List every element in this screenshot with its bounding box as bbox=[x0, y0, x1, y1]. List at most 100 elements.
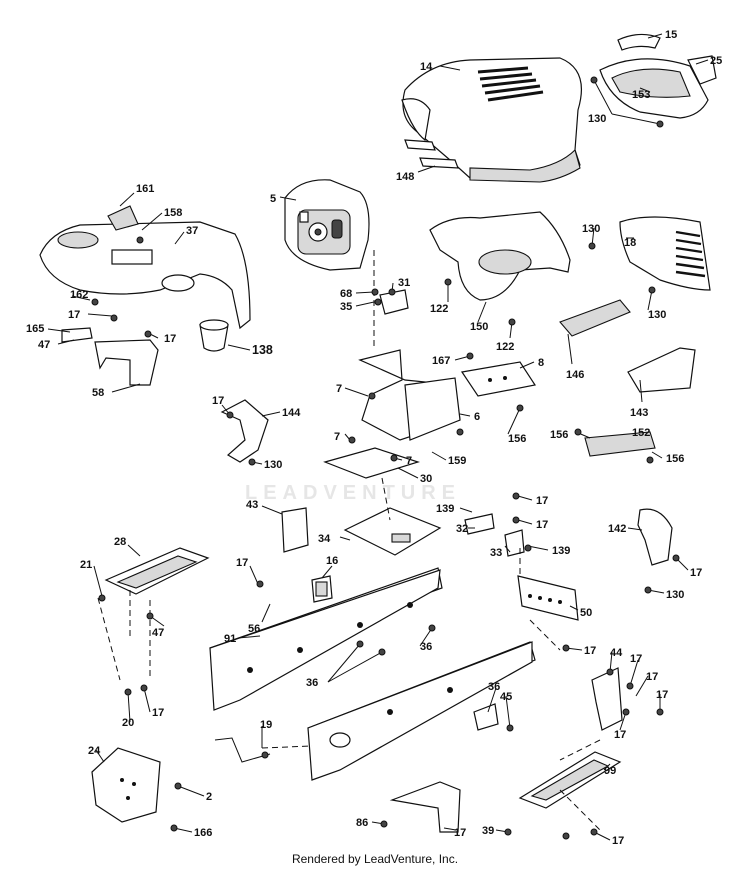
plate-34-part[interactable] bbox=[343, 507, 442, 556]
plate-30-part[interactable] bbox=[323, 447, 420, 479]
callout-label: 17 bbox=[152, 707, 164, 719]
bracket-31-part[interactable] bbox=[379, 289, 409, 315]
pan-152-part[interactable] bbox=[584, 431, 656, 457]
callout-label: 122 bbox=[496, 341, 514, 353]
watermark: LEADVENTURE bbox=[245, 482, 462, 504]
fender-part[interactable] bbox=[39, 205, 251, 330]
bracket-2-part[interactable] bbox=[91, 747, 161, 823]
callout-label: 86 bbox=[356, 817, 368, 829]
bracket-33-part[interactable] bbox=[504, 529, 525, 557]
callout-label: 7 bbox=[336, 383, 342, 395]
callout-label: 156 bbox=[666, 453, 684, 465]
bracket-142-part[interactable] bbox=[637, 508, 673, 566]
bracket-45-part[interactable] bbox=[473, 703, 499, 731]
frame-right-part[interactable] bbox=[307, 641, 536, 781]
callout-label: 130 bbox=[648, 309, 666, 321]
callout-label: 68 bbox=[340, 288, 352, 300]
bracket-144-part[interactable] bbox=[220, 399, 269, 463]
callout-label: 17 bbox=[212, 395, 224, 407]
bracket-44-part[interactable] bbox=[591, 667, 623, 731]
console-plate-part[interactable] bbox=[460, 361, 536, 397]
callout-label: 91 bbox=[224, 633, 236, 645]
callout-label: 17 bbox=[630, 653, 642, 665]
callout-label: 30 bbox=[420, 473, 432, 485]
fasteners bbox=[91, 76, 680, 840]
callout-label: 16 bbox=[326, 555, 338, 567]
footrest-left-part[interactable] bbox=[104, 547, 210, 595]
callout-label: 139 bbox=[436, 503, 454, 515]
bracket-43-part[interactable] bbox=[281, 507, 309, 553]
bracket-39-part[interactable] bbox=[389, 781, 461, 833]
callout-label: 17 bbox=[614, 729, 626, 741]
callout-label: 25 bbox=[710, 55, 722, 67]
callout-label: 143 bbox=[630, 407, 648, 419]
dash-panel-part[interactable] bbox=[284, 179, 370, 271]
callout-label: 156 bbox=[550, 429, 568, 441]
callout-label: 37 bbox=[186, 225, 198, 237]
callout-label: 45 bbox=[500, 691, 512, 703]
callout-label: 35 bbox=[340, 301, 352, 313]
callout-label: 15 bbox=[665, 29, 677, 41]
callout-label: 19 bbox=[260, 719, 272, 731]
callout-label: 165 bbox=[26, 323, 44, 335]
bracket-16-part[interactable] bbox=[311, 575, 333, 603]
callout-label: 99 bbox=[604, 765, 616, 777]
callout-label: 7 bbox=[406, 455, 412, 467]
callout-label: 47 bbox=[152, 627, 164, 639]
console-support-part[interactable] bbox=[358, 349, 461, 441]
callout-label: 17 bbox=[584, 645, 596, 657]
panel-146-part[interactable] bbox=[559, 299, 631, 337]
callout-label: 17 bbox=[536, 519, 548, 531]
callout-label: 138 bbox=[252, 343, 273, 357]
callout-label: 162 bbox=[70, 289, 88, 301]
grille-part[interactable] bbox=[687, 55, 717, 85]
callout-label: 24 bbox=[88, 745, 101, 757]
hood-part[interactable] bbox=[401, 57, 582, 183]
callout-label: 33 bbox=[490, 547, 502, 559]
callout-label: 130 bbox=[588, 113, 606, 125]
callout-label: 36 bbox=[488, 681, 500, 693]
callout-label: 14 bbox=[420, 61, 433, 73]
callout-label: 144 bbox=[282, 407, 301, 419]
side-panel-part[interactable] bbox=[619, 216, 711, 291]
callout-label: 130 bbox=[264, 459, 282, 471]
rod-99-part[interactable] bbox=[214, 737, 271, 763]
callout-label: 142 bbox=[608, 523, 626, 535]
callout-label: 34 bbox=[318, 533, 331, 545]
callout-label: 130 bbox=[666, 589, 684, 601]
callout-label: 21 bbox=[80, 559, 92, 571]
callout-label: 32 bbox=[456, 523, 468, 535]
bumper-50-part[interactable] bbox=[517, 575, 579, 621]
frame-left-part[interactable] bbox=[209, 567, 443, 711]
callout-label: 146 bbox=[566, 369, 584, 381]
callout-label: 17 bbox=[454, 827, 466, 839]
bracket-32-part[interactable] bbox=[464, 513, 495, 535]
cup-holder-part[interactable] bbox=[199, 319, 229, 352]
callout-label: 17 bbox=[236, 557, 248, 569]
callout-label: 43 bbox=[246, 499, 258, 511]
callout-label: 17 bbox=[646, 671, 658, 683]
callout-label: 17 bbox=[536, 495, 548, 507]
callout-label: 8 bbox=[538, 357, 544, 369]
callout-label: 31 bbox=[398, 277, 410, 289]
callout-label: 58 bbox=[92, 387, 104, 399]
callout-label: 17 bbox=[164, 333, 176, 345]
callout-label: 44 bbox=[610, 647, 623, 659]
callout-label: 166 bbox=[194, 827, 212, 839]
callout-label: 17 bbox=[612, 835, 624, 847]
dash-shroud-part[interactable] bbox=[429, 211, 571, 301]
headlight-lens-part[interactable] bbox=[617, 33, 661, 51]
callout-label: 17 bbox=[690, 567, 702, 579]
callout-label: 47 bbox=[38, 339, 50, 351]
callout-label: 18 bbox=[624, 237, 636, 249]
callout-label: 139 bbox=[552, 545, 570, 557]
panel-143-part[interactable] bbox=[627, 347, 696, 393]
callout-label: 159 bbox=[448, 455, 466, 467]
callout-label: 20 bbox=[122, 717, 134, 729]
fender-mount-part[interactable] bbox=[61, 327, 159, 386]
callout-label: 158 bbox=[164, 207, 182, 219]
callout-label: 153 bbox=[632, 89, 650, 101]
hood-bracket-part[interactable] bbox=[599, 58, 709, 119]
